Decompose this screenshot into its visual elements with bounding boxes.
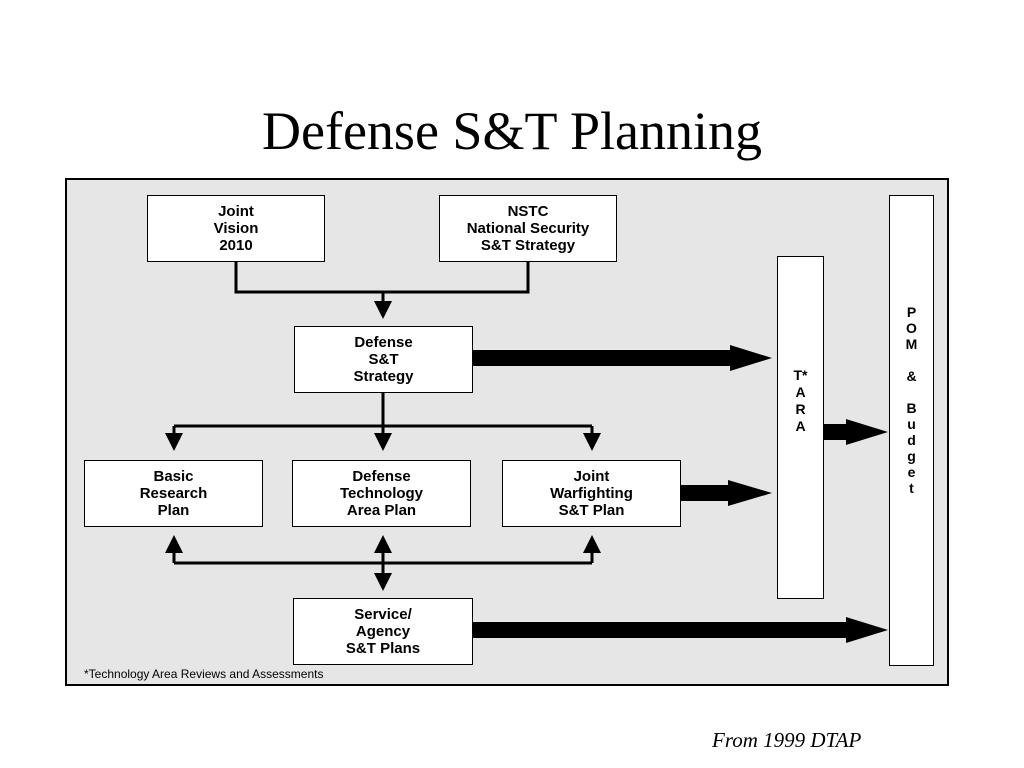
joint-vision-line-3: 2010 (219, 237, 253, 254)
footnote: *Technology Area Reviews and Assessments (84, 667, 324, 681)
defense-strategy-line-3: Strategy (353, 368, 414, 385)
jwstp-line-1: Joint (573, 468, 610, 485)
pom-char-9: d (907, 432, 916, 448)
jwstp-box: Joint Warfighting S&T Plan (502, 460, 681, 527)
source-caption: From 1999 DTAP (712, 728, 862, 752)
defense-strategy-line-2: S&T (368, 351, 399, 368)
service-agency-line-3: S&T Plans (345, 640, 421, 657)
dtap-line-1: Defense (352, 468, 411, 485)
pom-char-2: O (906, 320, 917, 336)
pom-char-5: & (906, 368, 917, 384)
basic-research-line-2: Research (139, 485, 208, 502)
joint-vision-line-1: Joint (218, 203, 254, 220)
pom-char-1: P (906, 304, 917, 320)
pom-char-3: M (905, 336, 918, 352)
page-title: Defense S&T Planning (262, 101, 762, 161)
tara-char-4: A (795, 418, 806, 434)
joint-vision-box: Joint Vision 2010 (147, 195, 325, 262)
nstc-line-2: National Security (466, 220, 590, 237)
tara-box: T* A R A (777, 256, 824, 599)
basic-research-line-1: Basic (153, 468, 194, 485)
pom-budget-box: P O M & B u d g e t (889, 195, 934, 666)
dtap-line-2: Technology (339, 485, 424, 502)
service-agency-line-2: Agency (355, 623, 411, 640)
jwstp-line-2: Warfighting (550, 485, 633, 502)
pom-char-7: B (906, 400, 917, 416)
pom-char-8: u (907, 416, 916, 432)
basic-research-box: Basic Research Plan (84, 460, 263, 527)
tara-char-3: R (795, 401, 806, 417)
tara-char-1: T* (793, 367, 808, 383)
defense-strategy-box: Defense S&T Strategy (294, 326, 473, 393)
nstc-line-3: S&T Strategy (480, 237, 576, 254)
joint-vision-line-2: Vision (213, 220, 259, 237)
arrow-jwstp-to-tara (680, 480, 772, 506)
basic-research-line-3: Plan (157, 502, 190, 519)
service-agency-line-1: Service/ (354, 606, 412, 623)
arrow-tara-to-pom (824, 419, 888, 445)
tara-char-2: A (795, 384, 806, 400)
pom-char-12: t (909, 480, 914, 496)
dtap-box: Defense Technology Area Plan (292, 460, 471, 527)
arrow-strategy-to-tara (472, 345, 772, 371)
arrow-service-to-pom (472, 617, 888, 643)
nstc-line-1: NSTC (507, 203, 549, 220)
pom-char-10: g (907, 448, 916, 464)
jwstp-line-3: S&T Plan (558, 502, 625, 519)
connector-joint-vision-nstc (234, 262, 530, 294)
defense-strategy-line-1: Defense (354, 334, 413, 351)
service-agency-box: Service/ Agency S&T Plans (293, 598, 473, 665)
nstc-box: NSTC National Security S&T Strategy (439, 195, 617, 262)
pom-char-11: e (907, 464, 916, 480)
dtap-line-3: Area Plan (346, 502, 417, 519)
